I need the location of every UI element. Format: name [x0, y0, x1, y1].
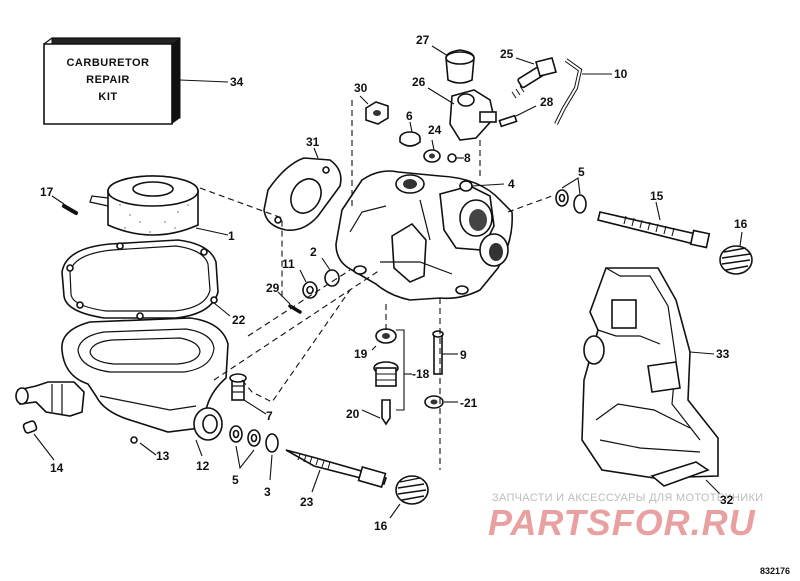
lower-washers [229, 425, 279, 481]
label-part-33: 33 [716, 347, 730, 361]
bowl-screw [229, 373, 267, 415]
label-part-34: 34 [230, 75, 244, 89]
label-part-29: 29 [266, 281, 280, 295]
label-part-10: 10 [614, 67, 628, 81]
label-part-27: 27 [416, 33, 430, 47]
label-part-3: 3 [264, 485, 271, 499]
watermark-logo: PARTSFOR.RU [488, 502, 756, 543]
watermark: ЗАПЧАСТИ И АКСЕССУАРЫ ДЛЯ МОТОТЕХНИКИ PA… [488, 492, 763, 543]
drain-fitting [15, 381, 85, 461]
label-part-20: 20 [346, 407, 360, 421]
label-part-12: 12 [196, 459, 210, 473]
o-ring [447, 153, 464, 163]
label-part-30: 30 [354, 81, 368, 95]
repair-kit-box: CARBURETOR REPAIR KIT [43, 37, 229, 125]
label-part-28: 28 [540, 95, 554, 109]
label-part-16-upper: 16 [734, 217, 748, 231]
air-silencer [581, 267, 719, 479]
label-part-26: 26 [412, 75, 426, 89]
plug-gasket [423, 139, 441, 163]
nozzle-gasket [371, 328, 397, 351]
body-nut [359, 95, 389, 125]
assembly-guide-lines [199, 100, 553, 470]
label-part-16-lower: 16 [374, 519, 388, 533]
label-part-17: 17 [40, 185, 54, 199]
choke-link [554, 58, 612, 125]
label-part-9: 9 [460, 348, 467, 362]
float-bowl [61, 317, 229, 457]
silencer-gasket [650, 461, 721, 495]
part-number-labels: 1 2 3 4 5 5 6 7 8 9 10 11 12 13 14 15 16… [40, 33, 748, 533]
label-part-5-upper: 5 [578, 165, 585, 179]
label-part-7: 7 [266, 409, 273, 423]
inlet-fitting [511, 57, 557, 99]
washer-11 [299, 269, 318, 299]
pin-29 [277, 291, 302, 314]
label-part-5-lower: 5 [232, 473, 239, 487]
nozzle-washer [424, 395, 458, 409]
kit-box-line3: KIT [98, 91, 117, 103]
washer-2 [321, 257, 340, 287]
fuel-inlet-body [427, 87, 497, 141]
label-part-4: 4 [508, 177, 515, 191]
label-part-22: 22 [232, 313, 246, 327]
label-part-21: -21 [460, 396, 478, 410]
inlet-screw [498, 105, 537, 128]
carburetor-body [335, 170, 514, 301]
kit-box-line1: CARBURETOR [66, 57, 149, 69]
expansion-plug [399, 121, 421, 147]
kit-box-line2: REPAIR [86, 74, 130, 86]
label-part-6: 6 [406, 109, 413, 123]
label-part-25: 25 [500, 47, 514, 61]
inlet-needle [361, 399, 391, 426]
watermark-tagline: ЗАПЧАСТИ И АКСЕССУАРЫ ДЛЯ МОТОТЕХНИКИ [492, 492, 763, 504]
float [89, 175, 229, 236]
label-part-24: 24 [428, 123, 442, 137]
float-pin [51, 195, 78, 215]
label-part-15: 15 [650, 189, 664, 203]
label-part-8: 8 [464, 151, 471, 165]
label-part-31: 31 [306, 135, 320, 149]
check-ball [130, 436, 157, 456]
label-part-1: 1 [228, 229, 235, 243]
lower-packing-nut [389, 475, 429, 519]
diagram-code: 832176 [760, 566, 790, 576]
upper-washers [555, 177, 587, 214]
label-part-23: 23 [300, 495, 314, 509]
label-part-11: 11 [282, 257, 295, 271]
intake-gasket [263, 147, 342, 232]
high-speed-needle [597, 201, 711, 249]
throttle-screw [459, 180, 505, 192]
low-speed-needle [285, 449, 388, 493]
nozzle [432, 330, 458, 375]
label-part-13: 13 [156, 449, 170, 463]
label-part-19: 19 [354, 347, 368, 361]
filter-cup [431, 45, 475, 84]
label-part-2: 2 [310, 245, 317, 259]
label-part-32: 32 [720, 493, 734, 507]
bowl-gasket [61, 239, 231, 320]
label-part-14: 14 [50, 461, 64, 475]
upper-packing-nut [719, 231, 753, 275]
label-part-18: -18 [412, 367, 430, 381]
